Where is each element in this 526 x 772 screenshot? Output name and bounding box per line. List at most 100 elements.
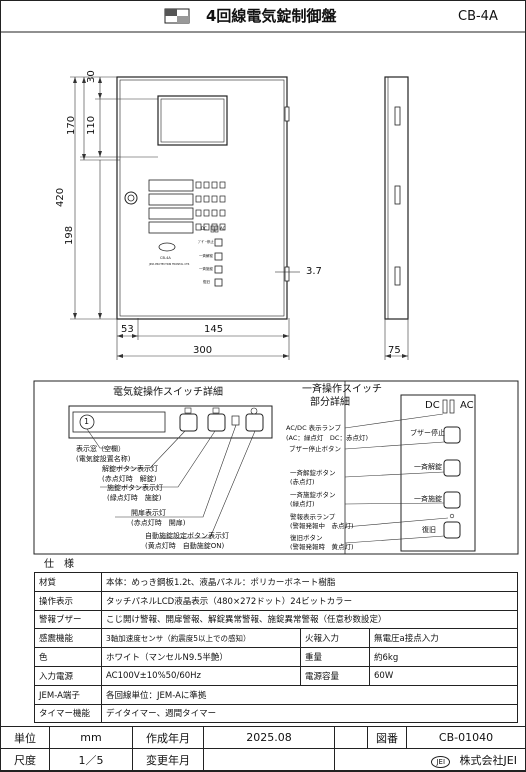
spec-row: JEM-A端子各回線単位：JEM-Aに準拠 bbox=[34, 684, 518, 705]
front-view bbox=[116, 76, 288, 320]
spec-label: 感震機能 bbox=[34, 628, 102, 649]
title-block: 単位 mm 作成年月 2025.08 図番 CB-01040 尺度 1／5 変更… bbox=[0, 726, 526, 771]
callout-auto-1: 自動施錠設定ボタン表示灯 bbox=[145, 532, 229, 540]
dim-53: 53 bbox=[121, 324, 134, 335]
front-dc-label: DC bbox=[201, 226, 207, 231]
callout-buzzer-1: ブザー停止ボタン bbox=[289, 445, 341, 453]
callout-unlockall-1: 一斉解錠ボタン bbox=[290, 469, 336, 477]
dim-198: 198 bbox=[64, 225, 75, 245]
spec-row: 材質本体：めっき鋼板1.2t、液晶パネル：ポリカーボネート樹脂 bbox=[34, 572, 518, 592]
spec-row: 色ホワイト（マンセルN9.5半艶）重量約6kg bbox=[34, 647, 518, 667]
model-number: CB-4A bbox=[458, 9, 498, 24]
spec-value: ホワイト（マンセルN9.5半艶） bbox=[101, 647, 301, 667]
panel-buzzer-label: ブザー停止 bbox=[410, 429, 445, 437]
dim-420: 420 bbox=[55, 187, 66, 207]
callout-unlock-2: (赤点灯時 解錠) bbox=[102, 475, 157, 483]
title-block-row: 単位 mm 作成年月 2025.08 図番 CB-01040 bbox=[0, 726, 526, 749]
callout-lock-1: 施錠ボタン表示灯 bbox=[107, 484, 163, 492]
dim-110: 110 bbox=[86, 115, 97, 135]
spec-row: 警報ブザーこじ開け警報、開扉警報、解錠異常警報、施錠異常警報（任意秒数設定） bbox=[34, 609, 518, 630]
scale-value: 1／5 bbox=[49, 748, 133, 771]
callout-lockall-2: (緑点灯) bbox=[290, 500, 315, 508]
front-unlock-label: 一斉解錠 bbox=[199, 254, 213, 258]
spec-row: 操作表示タッチパネルLCD液晶表示（480×272ドット）24ビットカラー bbox=[34, 590, 518, 611]
spec-label: JEM-A端子 bbox=[34, 684, 102, 705]
callout-alarm-1: 警報表示ランプ bbox=[290, 513, 336, 521]
spec-value: 本体：めっき鋼板1.2t、液晶パネル：ポリカーボネート樹脂 bbox=[101, 572, 518, 592]
bulk-detail-title-2: 部分詳細 bbox=[310, 397, 350, 408]
callout-auto-2: (黄点灯時 自動施錠ON) bbox=[145, 542, 225, 550]
scale-label: 尺度 bbox=[0, 748, 50, 771]
company-logo-icon: JEI bbox=[431, 755, 451, 768]
dim-3-7: 3.7 bbox=[306, 266, 322, 277]
dim-170: 170 bbox=[66, 115, 77, 135]
front-model-small: CB-4A bbox=[160, 256, 171, 260]
switch-detail-panel bbox=[68, 405, 273, 439]
spec-label: タイマー機能 bbox=[34, 703, 102, 724]
spec-value: デイタイマー、週間タイマー bbox=[101, 703, 518, 724]
callout-lock-2: (緑点灯時 施錠) bbox=[107, 494, 162, 502]
callout-acdc-1: AC/DC 表示ランプ bbox=[286, 424, 341, 432]
spec-label: 操作表示 bbox=[34, 590, 102, 611]
callout-unlock-1: 解錠ボタン表示灯 bbox=[102, 465, 158, 473]
callout-lockall-1: 一斉施錠ボタン bbox=[290, 491, 336, 499]
spec-value: タッチパネルLCD液晶表示（480×272ドット）24ビットカラー bbox=[101, 590, 518, 611]
doc-title: 4回線電気錠制御盤 bbox=[206, 7, 337, 25]
dimension-arrows bbox=[73, 77, 408, 358]
panel-lock-label: 一斉施錠 bbox=[414, 495, 442, 503]
callout-restore-1: 復旧ボタン bbox=[290, 534, 323, 542]
spec-title: 仕 様 bbox=[44, 559, 74, 570]
front-view-hinges bbox=[284, 106, 290, 282]
spec-row: タイマー機能デイタイマー、週間タイマー bbox=[34, 703, 518, 724]
header-logo-icon bbox=[164, 8, 190, 24]
bulk-switch-leaders bbox=[344, 413, 449, 544]
spec-value: 3軸加速度センサ（約震度5以上での感知） bbox=[101, 628, 301, 649]
company-cell: JEI 株式会社JEI bbox=[334, 748, 526, 771]
callout-acdc-2: (AC：緑点灯 DC：赤点灯) bbox=[286, 434, 368, 442]
spec-table: 材質本体：めっき鋼板1.2t、液晶パネル：ポリカーボネート樹脂 操作表示タッチパ… bbox=[34, 572, 518, 724]
front-maker-small: JIMA PROTECTION FRONTAL CTR bbox=[149, 263, 190, 266]
created-label: 作成年月 bbox=[132, 726, 204, 749]
front-lock-label: 一斉施錠 bbox=[199, 267, 213, 271]
circle-number: 1 bbox=[84, 417, 90, 426]
spec-value: こじ開け警報、開扉警報、解錠異常警報、施錠異常警報（任意秒数設定） bbox=[101, 609, 518, 630]
drawing-no-label: 図番 bbox=[367, 726, 407, 749]
front-buzzer-label: ﾌﾞｻﾞｰ停止 bbox=[198, 240, 214, 244]
side-view bbox=[384, 76, 409, 320]
bulk-switch-panel bbox=[400, 394, 476, 552]
spec-label: 警報ブザー bbox=[34, 609, 102, 630]
panel-dc-label: DC bbox=[425, 400, 440, 411]
panel-unlock-label: 一斉解錠 bbox=[414, 463, 442, 471]
dim-30: 30 bbox=[86, 70, 97, 83]
spec-label: 材質 bbox=[34, 572, 102, 592]
spec-value-2: 約6kg bbox=[369, 647, 518, 667]
callout-restore-2: (警報発報時 黄点灯) bbox=[290, 543, 354, 551]
dim-145: 145 bbox=[204, 324, 224, 335]
switch-detail-leaders bbox=[86, 424, 256, 539]
callout-alarm-2: (警報発報中 赤点灯) bbox=[290, 522, 354, 530]
spec-label-2: 電源容量 bbox=[300, 665, 370, 686]
callout-door-1: 開扉表示灯 bbox=[131, 509, 166, 517]
bulk-detail-title-1: 一斉操作スイッチ bbox=[302, 384, 382, 395]
spec-label: 色 bbox=[34, 647, 102, 667]
company-name: 株式会社JEI bbox=[459, 753, 517, 767]
spec-label: 入力電源 bbox=[34, 665, 102, 686]
spec-label-2: 重量 bbox=[300, 647, 370, 667]
changed-label: 変更年月 bbox=[132, 748, 204, 771]
dim-300: 300 bbox=[193, 345, 213, 356]
switch-detail-title: 電気錠操作スイッチ詳細 bbox=[113, 387, 223, 398]
detail-frame bbox=[33, 380, 519, 555]
created-value: 2025.08 bbox=[203, 726, 335, 749]
spec-value-2: 無電圧a接点入力 bbox=[369, 628, 518, 649]
spec-value-2: 60W bbox=[369, 665, 518, 686]
title-block-row: 尺度 1／5 変更年月 JEI 株式会社JEI bbox=[0, 748, 526, 771]
spec-value: AC100V±10%50/60Hz bbox=[101, 665, 301, 686]
drawing-no-value: CB-01040 bbox=[406, 726, 526, 749]
dim-75: 75 bbox=[388, 345, 401, 356]
callout-window-2: (電気錠設置名称) bbox=[76, 455, 131, 463]
unit-label: 単位 bbox=[0, 726, 50, 749]
front-restore-label: 復旧 bbox=[203, 280, 210, 284]
callout-window-1: 表示窓（空欄） bbox=[76, 445, 125, 453]
